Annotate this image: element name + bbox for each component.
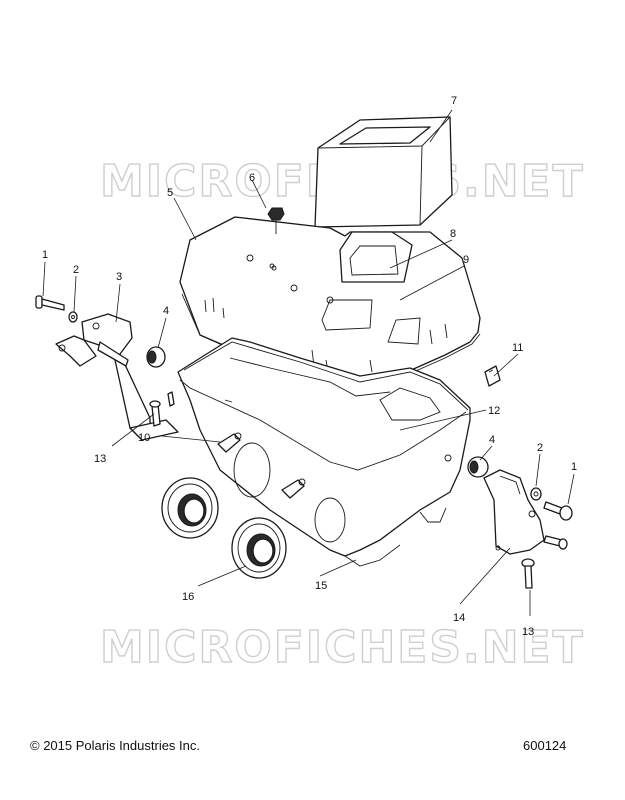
callout-8: 8	[450, 228, 456, 240]
callout-2-left: 2	[73, 264, 79, 276]
callout-4-right: 4	[489, 434, 495, 446]
part-12-airbox-body	[177, 337, 471, 567]
part-10-fitting-2	[281, 478, 306, 499]
part-16-grommet-2	[231, 517, 287, 579]
callout-6: 6	[249, 172, 255, 184]
part-4-bushing-left	[146, 346, 166, 368]
callout-11: 11	[512, 342, 523, 354]
callout-7: 7	[451, 95, 457, 107]
part-10-fitting-1	[217, 432, 242, 453]
part-16-grommet-1	[161, 477, 219, 539]
callout-1-right: 1	[571, 461, 577, 473]
callout-5: 5	[167, 187, 173, 199]
callout-2-right: 2	[537, 442, 543, 454]
part-4-bushing-right	[467, 456, 489, 478]
part-1-bolt-right	[543, 501, 573, 550]
part-7-foam-filter	[314, 116, 453, 228]
part-13-screw-left	[149, 391, 175, 427]
watermark-bottom: MICROFICHES.NET	[100, 622, 585, 673]
callout-10: 10	[138, 432, 150, 444]
part-2-washer-right	[530, 487, 542, 501]
callout-1-left: 1	[42, 249, 48, 261]
part-14-bracket-right	[483, 469, 545, 555]
callout-15: 15	[315, 580, 327, 592]
part-6-clip	[267, 207, 285, 234]
part-1-bolt-left	[35, 295, 65, 311]
callout-4-left: 4	[163, 305, 169, 317]
part-11-clip	[484, 365, 501, 387]
callout-3: 3	[116, 271, 122, 283]
callout-12: 12	[488, 405, 500, 417]
callouts: 1 2 3 4 5 6 7 8 9 10 11 12 13 4 2 1 14 1…	[42, 95, 577, 638]
part-13-screw-right	[521, 558, 535, 589]
callout-13-left: 13	[94, 453, 106, 465]
part-3-bracket	[55, 313, 179, 441]
callout-13-right: 13	[522, 626, 534, 638]
callout-16: 16	[182, 591, 194, 603]
callout-9: 9	[463, 254, 469, 266]
part-2-washer-left	[68, 311, 78, 323]
copyright-text: © 2015 Polaris Industries Inc.	[30, 738, 200, 753]
leader-lines	[42, 109, 575, 616]
body-port-holes	[233, 442, 346, 543]
figure-number: 600124	[523, 738, 567, 753]
callout-14: 14	[453, 612, 465, 624]
